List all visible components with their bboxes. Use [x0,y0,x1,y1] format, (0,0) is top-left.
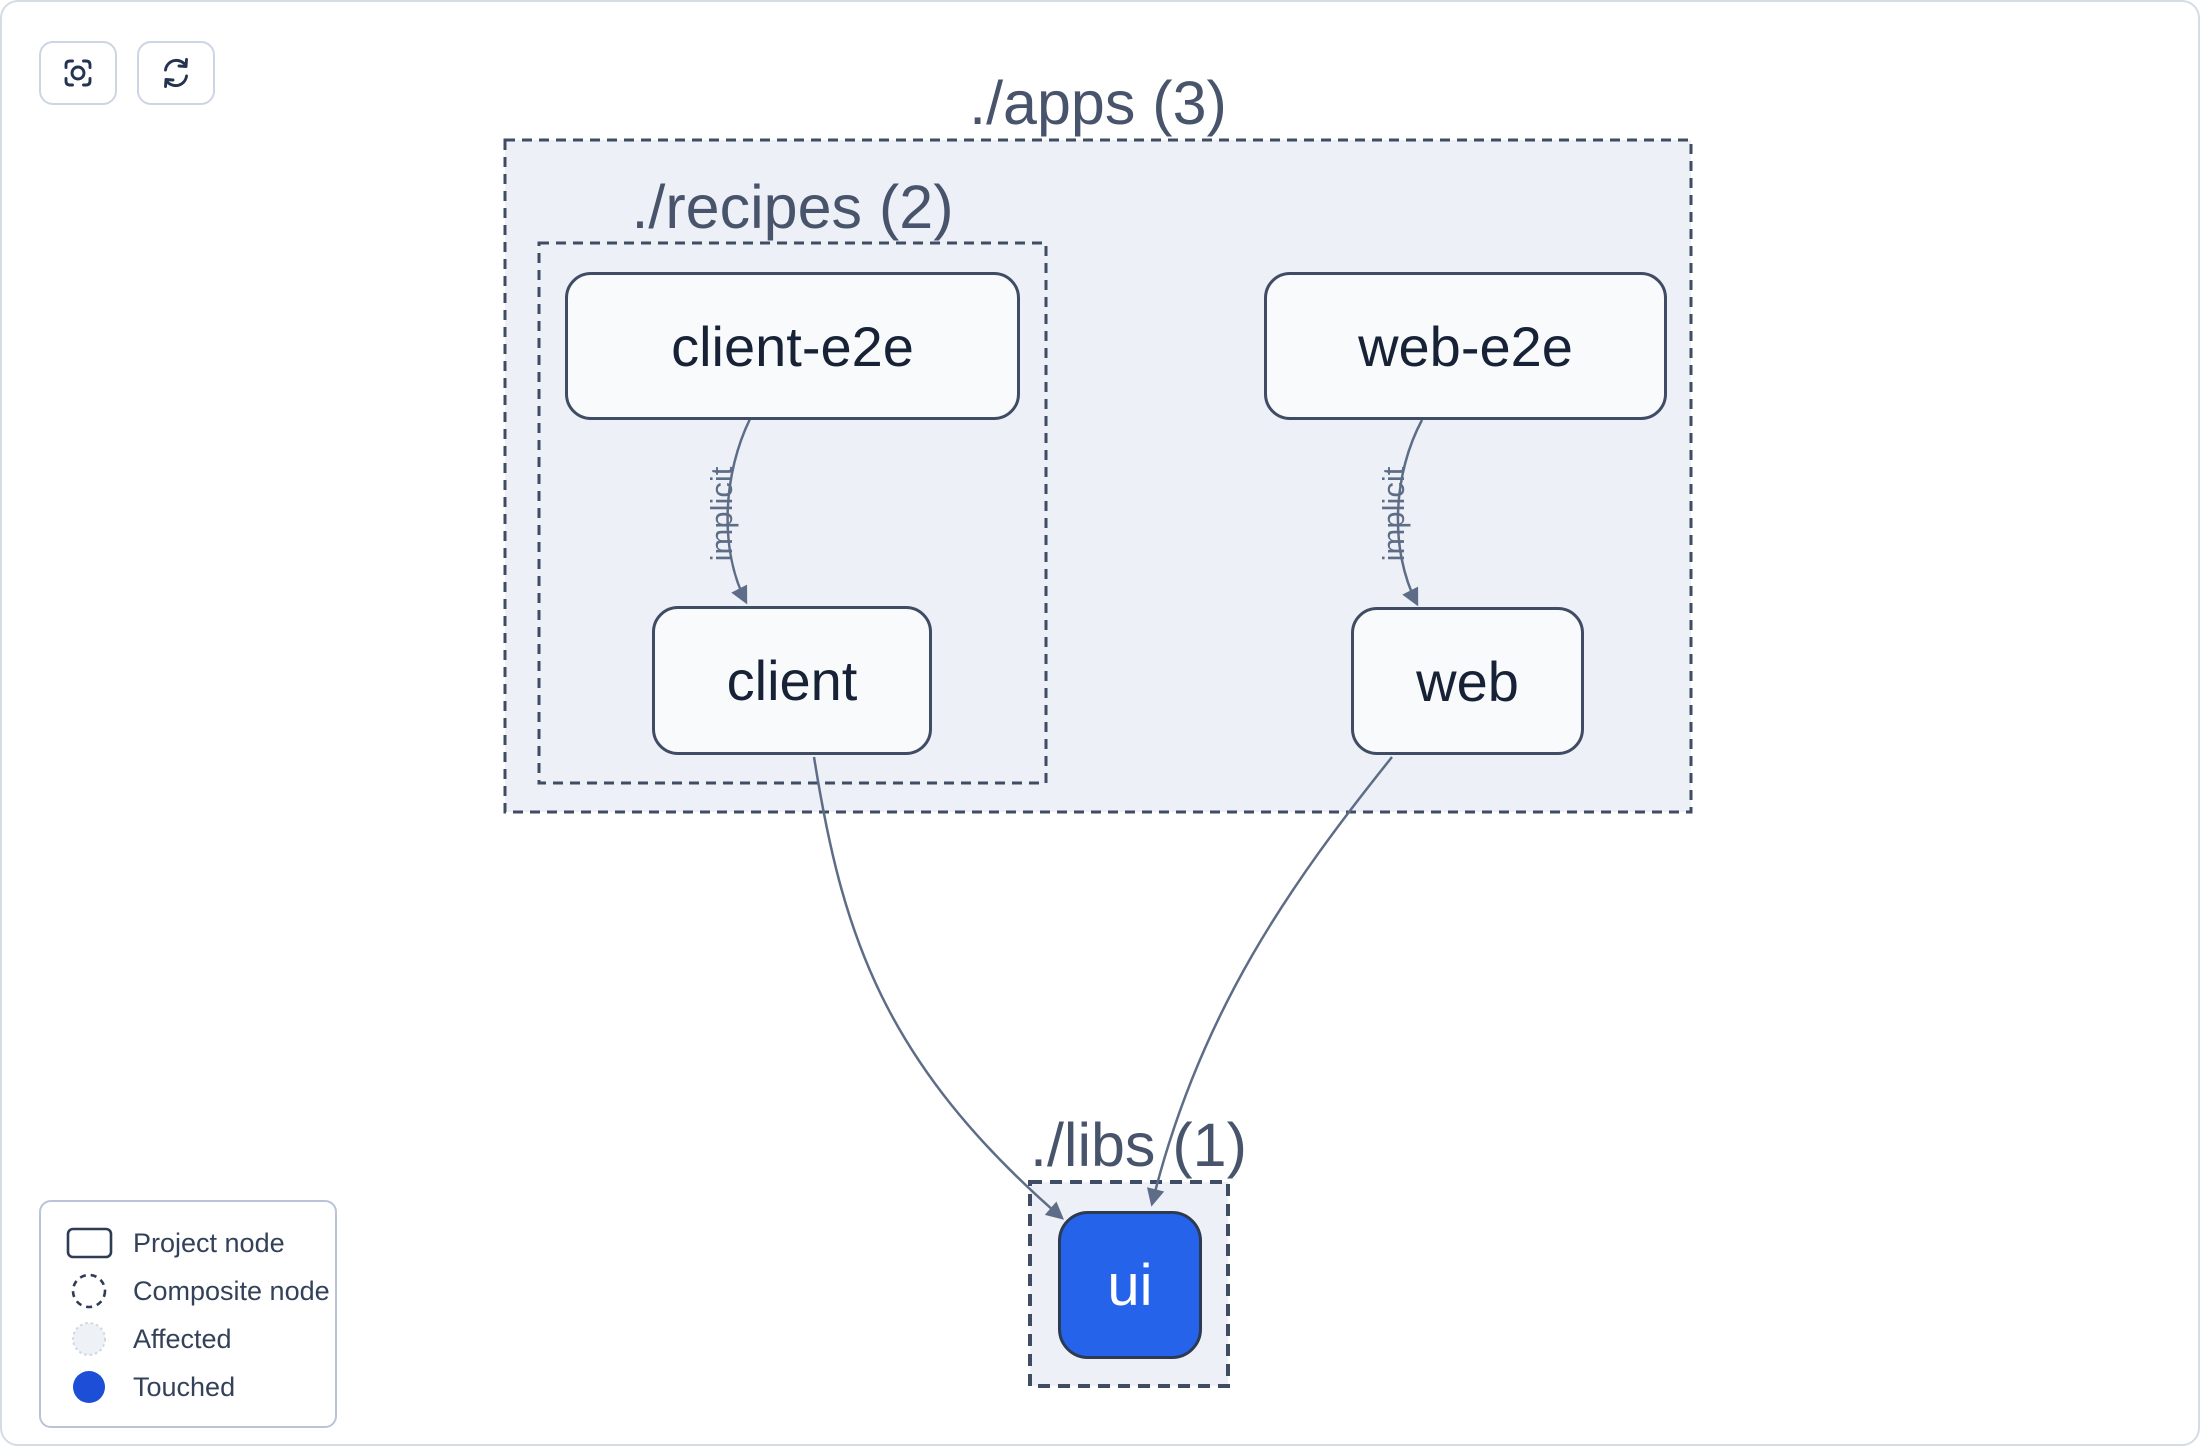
node-web[interactable]: web [1351,607,1584,755]
legend-item-composite-node: Composite node [65,1267,335,1315]
legend-item-project-node: Project node [65,1219,335,1267]
edge-label-implicit-web: implicit [1376,466,1411,561]
composite-node-icon [65,1271,113,1311]
legend-label: Composite node [133,1275,330,1306]
legend-label: Project node [133,1227,285,1258]
edge-client-to-ui [812,756,1065,1220]
legend-item-affected: Affected [65,1315,335,1363]
touched-icon [65,1367,113,1407]
center-graph-icon [60,55,96,91]
refresh-button[interactable] [137,41,215,105]
legend-label: Touched [133,1371,236,1402]
legend: Project node Composite node Affected [39,1200,337,1428]
edge-web-to-ui [1146,756,1393,1207]
node-client-e2e[interactable]: client-e2e [565,272,1020,420]
edge-web-e2e-to-web [1396,419,1424,607]
affected-icon [65,1319,113,1359]
graph-toolbar [39,41,215,105]
project-node-icon [65,1223,113,1263]
node-ui[interactable]: ui [1058,1211,1202,1359]
edge-label-implicit-client: implicit [704,466,739,561]
edge-client-e2e-to-client [726,418,752,605]
node-client[interactable]: client [652,606,932,755]
legend-label: Affected [133,1323,232,1354]
legend-item-touched: Touched [65,1363,335,1411]
refresh-icon [158,55,194,91]
center-graph-button[interactable] [39,41,117,105]
node-web-e2e[interactable]: web-e2e [1264,272,1667,420]
